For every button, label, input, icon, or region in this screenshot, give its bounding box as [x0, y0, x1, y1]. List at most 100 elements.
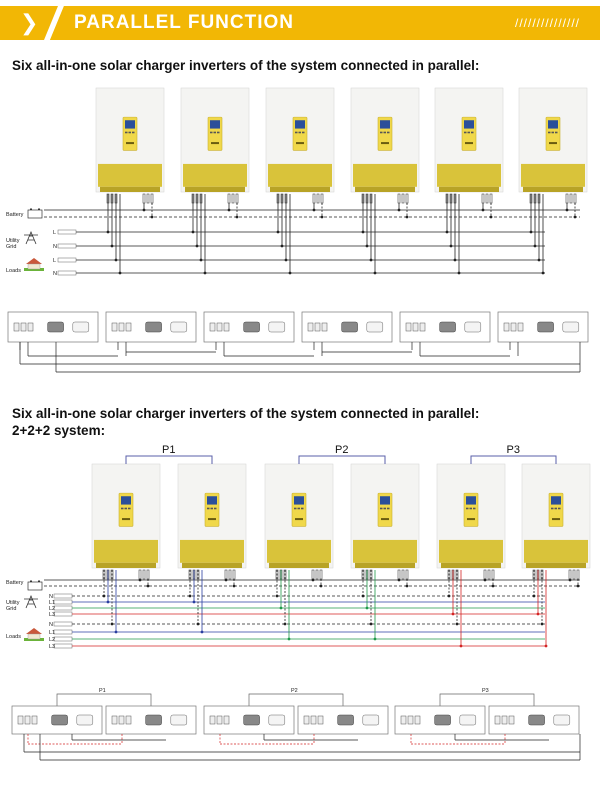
terminal-block [57, 257, 77, 263]
terminal-lug [146, 193, 150, 204]
terminal-label: N [49, 622, 53, 628]
db9-port-dark [145, 321, 162, 333]
lcd-screen [125, 120, 135, 129]
db9-port-light [362, 714, 380, 726]
junction-dot [275, 594, 279, 598]
loads-label: Loads [6, 634, 21, 640]
inverter-terminals [311, 569, 323, 580]
house-wall [27, 263, 41, 270]
section2-heading: Six all-in-one solar charger inverters o… [12, 406, 480, 421]
banner-graphics [0, 6, 600, 40]
inverter-base [182, 562, 242, 568]
lcd-screen [464, 120, 474, 129]
banner-hatch: /////////////// [514, 16, 580, 30]
section1-heading: Six all-in-one solar charger inverters o… [12, 58, 480, 73]
rj45-port [317, 715, 324, 725]
lcd-screen [466, 496, 476, 505]
battery-terminal [38, 208, 40, 210]
house-icon [24, 258, 44, 271]
rj45-port [503, 322, 510, 332]
junction-dot [565, 208, 569, 212]
lawn [24, 268, 44, 271]
terminal-lug [491, 569, 495, 580]
indicator-led [471, 131, 474, 134]
lcd-screen [548, 120, 558, 129]
rj45-port [118, 715, 125, 725]
terminal-label: L3 [49, 644, 55, 650]
inverter-terminals [565, 193, 577, 204]
inverter-yellow-band [437, 163, 501, 187]
db9-port-light [170, 714, 188, 726]
rj45-port [419, 322, 426, 332]
comm-panel [394, 705, 486, 735]
indicator-led [387, 507, 390, 510]
indicator-led [558, 507, 561, 510]
terminal-lug [485, 193, 489, 204]
indicator-led [466, 507, 469, 510]
rj45-port [412, 322, 419, 332]
db9-port-light [366, 321, 384, 333]
comm-panel [105, 705, 197, 735]
rj45-port [407, 715, 414, 725]
junction-dot [365, 606, 369, 610]
indicator-led [383, 131, 386, 134]
terminal-lug [224, 569, 228, 580]
junction-dot [449, 244, 453, 248]
group-label-p2: P2 [335, 444, 348, 456]
indicator-led [298, 131, 301, 134]
rj45-port [216, 715, 223, 725]
rj45-port [118, 322, 125, 332]
junction-dot [312, 208, 316, 212]
terminal-label: N [49, 594, 53, 600]
utility-label: Utility [6, 600, 20, 606]
inverter-terminals [397, 193, 409, 204]
terminal-lug [232, 569, 236, 580]
junction-dot [457, 271, 461, 275]
brand-logo [295, 518, 303, 521]
utility-tower-icon [24, 230, 38, 245]
junction-dot [199, 258, 203, 262]
terminal-block [57, 243, 77, 249]
terminal-lug [483, 569, 487, 580]
terminal-lug [573, 193, 577, 204]
inverter-unit [264, 463, 334, 569]
lcd-screen [121, 496, 131, 505]
brand-logo [381, 518, 389, 521]
inverter-unit [434, 87, 504, 193]
junction-dot [320, 215, 324, 219]
inverter-unit [265, 87, 335, 193]
bus-terminal: L3 [49, 611, 73, 618]
rj45-port [223, 322, 230, 332]
terminal-lug [405, 569, 409, 580]
indicator-led [210, 507, 213, 510]
battery-label: Battery [6, 212, 24, 218]
junction-dot [102, 594, 106, 598]
junction-dot [397, 578, 401, 582]
comm-panel [497, 311, 589, 343]
junction-dot [529, 230, 533, 234]
junction-dot [311, 578, 315, 582]
inverter-base [526, 562, 586, 568]
db9-port-light [268, 714, 286, 726]
indicator-led [294, 507, 297, 510]
terminal-block [53, 593, 73, 599]
junction-dot [232, 584, 236, 588]
inverter-terminals [481, 193, 493, 204]
inverter-base [355, 562, 415, 568]
junction-dot [405, 215, 409, 219]
inverter-base [270, 186, 330, 192]
indicator-led [464, 131, 467, 134]
brand-logo [296, 142, 304, 145]
inverter-base [185, 186, 245, 192]
terminal-lug [397, 569, 401, 580]
rj45-port [31, 715, 38, 725]
rj45-port [111, 322, 118, 332]
inverter-unit [518, 87, 588, 193]
lcd-screen [207, 496, 217, 505]
utility-label: Utility [6, 238, 20, 244]
house-icon [24, 628, 44, 641]
comm-group-bracket [248, 693, 344, 706]
inverter-unit [350, 463, 420, 569]
indicator-led [473, 507, 476, 510]
terminal-lug [319, 569, 323, 580]
